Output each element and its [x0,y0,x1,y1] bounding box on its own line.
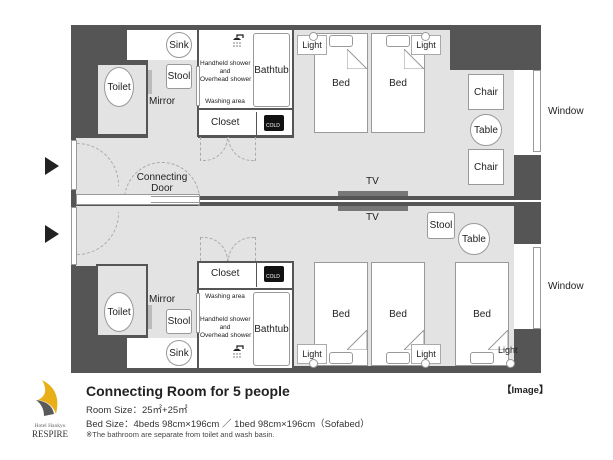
shower-icon [230,345,244,359]
pillow [386,35,410,47]
upper-fridge-icon: COLD [264,115,284,131]
lower-light-1-icon [309,359,318,368]
bathroom-note: ※The bathroom are separate from toilet a… [86,430,275,439]
upper-closet-divider [256,112,257,136]
lower-bathtub: Bathtub [253,292,290,366]
middle-wall-gap [200,200,541,202]
lower-shower-label-3: Overhead shower [200,332,252,339]
middle-wall-upper [200,196,541,200]
logo-line1: Hotel Hankyu [34,423,66,429]
upper-window-label: Window [548,106,584,117]
lower-entry-arrow-icon [45,225,59,243]
upper-light-left-icon [309,32,318,41]
pillow [329,35,353,47]
lower-light-3-icon [506,359,515,368]
lower-closet-label: Closet [211,268,240,279]
upper-light-right-icon [421,32,430,41]
shower-icon [230,34,244,48]
upper-table: Table [470,114,502,146]
respire-logo-icon [36,380,58,416]
room-size: Room Size：25㎡+25㎡ [86,405,188,416]
lower-stool-bath: Stool [166,309,192,334]
upper-washing-area-label: Washing area [205,98,245,105]
lower-tv-label: TV [366,212,379,223]
upper-shower-label-2: and [219,68,231,75]
pillow [386,352,410,364]
lower-table: Table [458,223,490,255]
pillow [329,352,353,364]
upper-bathtub: Bathtub [253,33,290,107]
pillow [470,352,494,364]
upper-sink: Sink [166,32,192,58]
upper-mirror-label: Mirror [149,96,176,107]
upper-shower-label-3: Overhead shower [200,76,252,83]
lower-mirror-label: Mirror [149,294,176,305]
upper-wall-notch [450,30,514,70]
lower-bed-3: Bed [455,262,509,366]
lower-sink: Sink [166,340,192,366]
lower-tv [338,206,408,211]
connecting-door-opening[interactable] [76,194,200,205]
lower-shower-label-2: and [219,324,231,331]
lower-closet-divider [256,263,257,287]
upper-window[interactable] [533,70,541,152]
upper-tv-label: TV [366,176,379,187]
lower-shower-label-1: Handheld shower [200,316,251,323]
lower-toilet: Toilet [104,292,134,332]
upper-chair-bottom: Chair [468,149,504,185]
upper-tv [338,191,408,196]
upper-bath-door[interactable] [196,66,200,106]
connecting-door-panel [151,196,200,203]
connecting-door-label-2: Door [151,183,173,194]
lower-washing-area-label: Washing area [205,293,245,300]
lower-entry-door[interactable] [71,207,77,265]
lower-stool-room: Stool [427,212,455,239]
room-title: Connecting Room for 5 people [86,383,290,399]
lower-window-label: Window [548,281,584,292]
lower-fridge-icon: COLD [264,266,284,282]
image-tag: 【Image】 [502,385,549,396]
upper-stool-bath: Stool [166,64,192,89]
floor-plan: Window Sink Stool Toilet Mirror Handheld… [45,25,584,373]
upper-entry-arrow-icon [45,157,59,175]
lower-mirror [148,305,152,329]
logo-line2: RESPIRE [31,429,68,439]
lower-light-2-icon [421,359,430,368]
lower-window[interactable] [533,247,541,329]
upper-toilet: Toilet [104,67,134,107]
upper-mirror [148,70,152,94]
bed-size: Bed Size：4beds 98cm×196cm ／ 1bed 98cm×19… [86,419,370,430]
logo: Hotel Hankyu RESPIRE [28,378,72,440]
upper-shower-label-1: Handheld shower [200,60,251,67]
upper-closet-label: Closet [211,117,240,128]
lower-light-3: Light [498,345,518,355]
lower-bath-door[interactable] [196,293,200,333]
connecting-door-label-1: Connecting [136,172,188,183]
upper-entry-door[interactable] [71,140,77,190]
upper-chair-top: Chair [468,74,504,110]
middle-wall-lower [200,202,541,206]
